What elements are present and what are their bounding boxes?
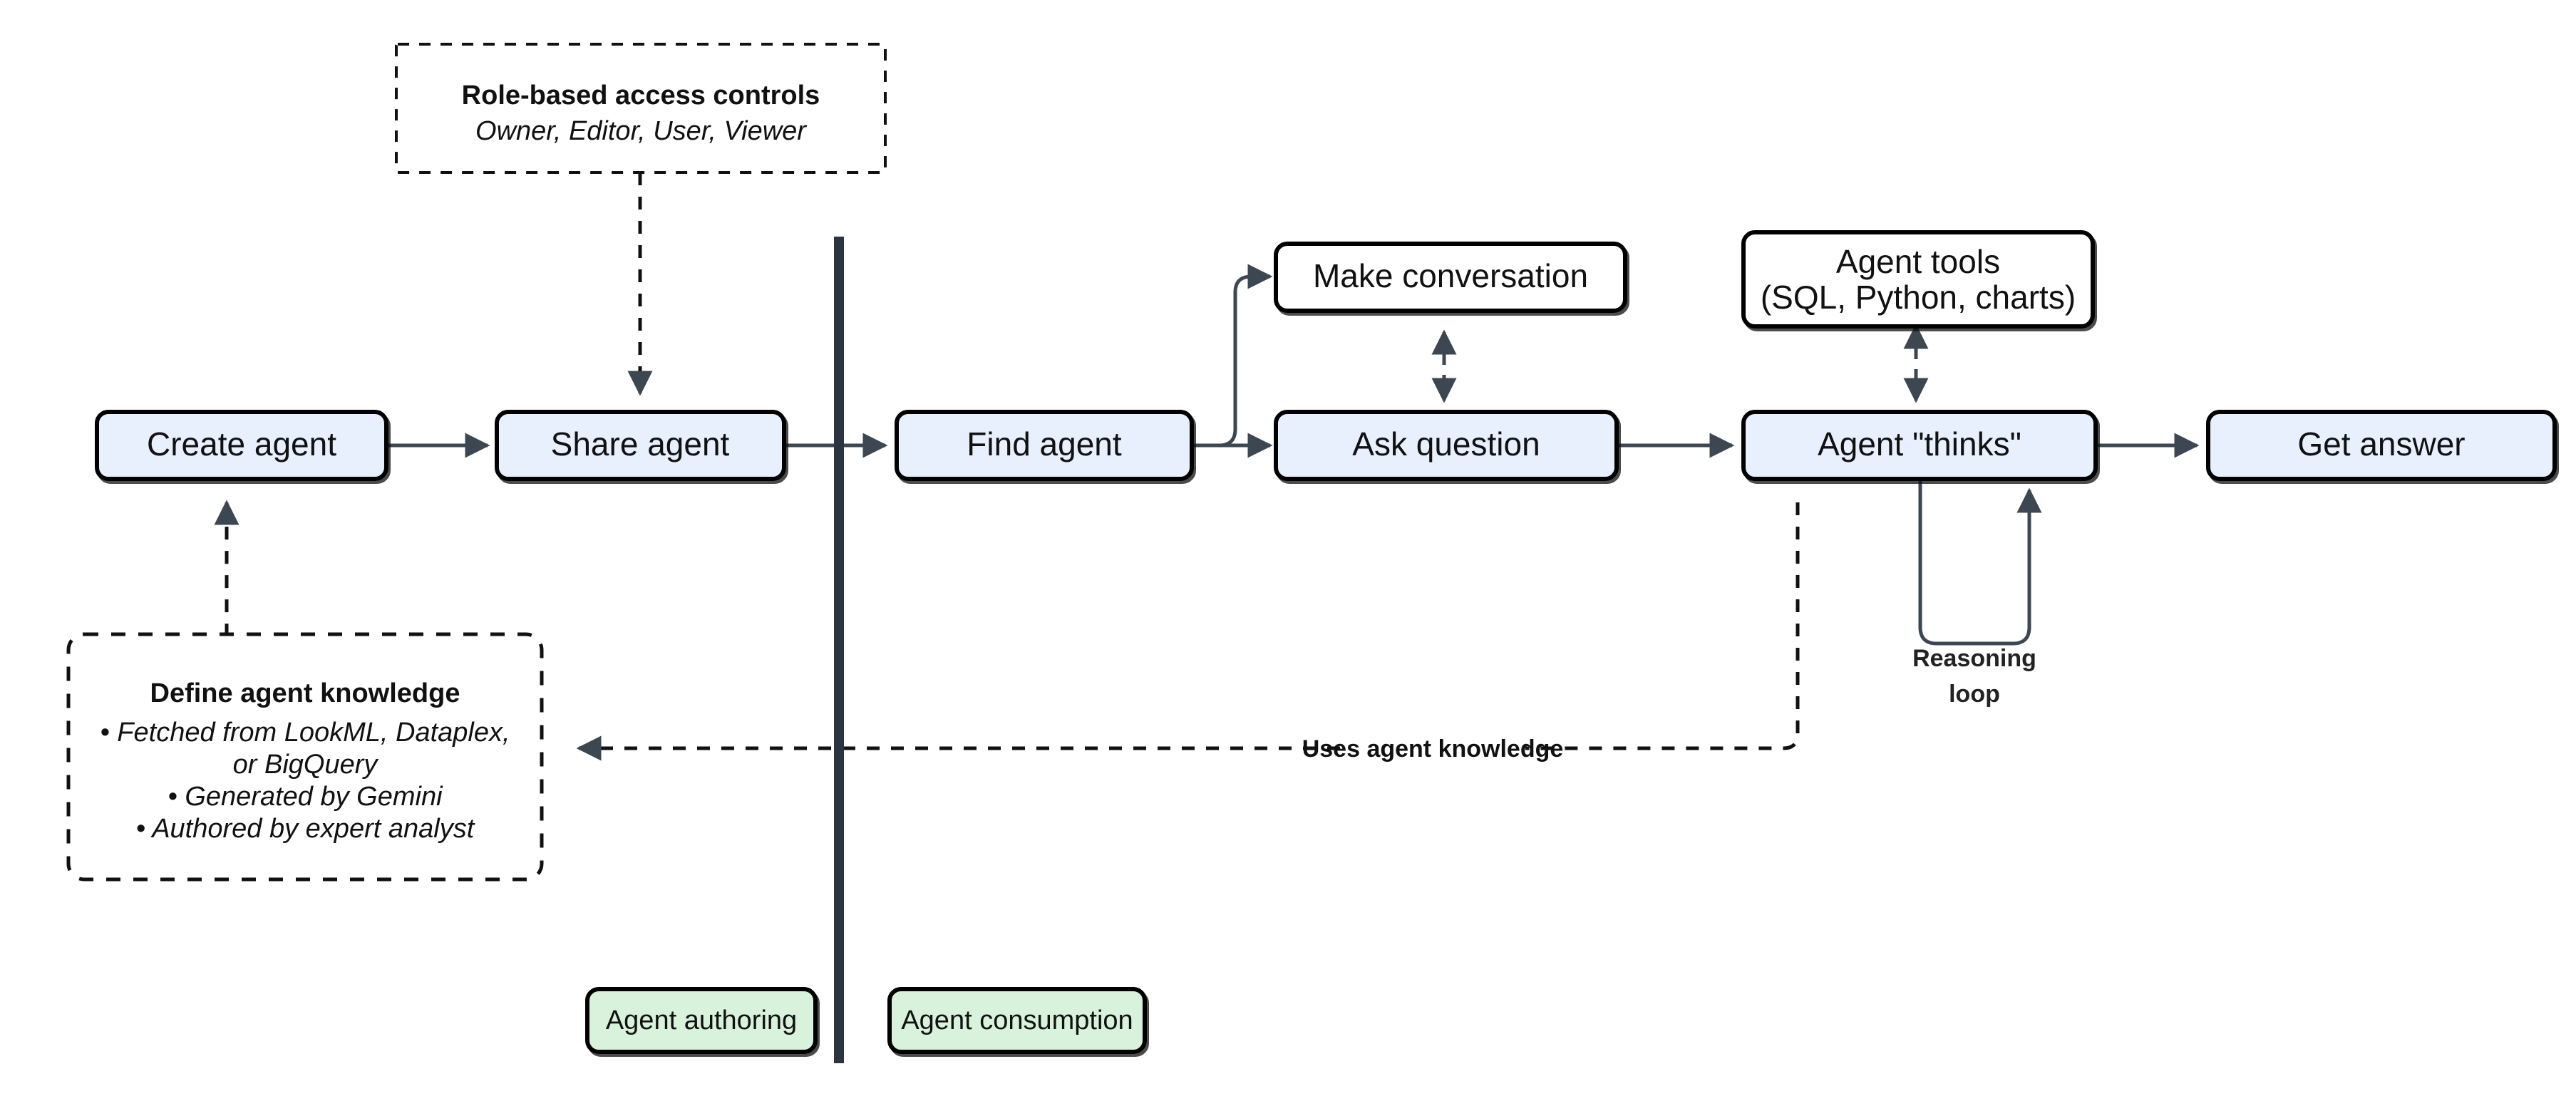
note-knowledge-bullet-3: • Authored by expert analyst [136,814,475,844]
node-get-answer[interactable]: Get answer [2206,410,2557,481]
node-share-agent[interactable]: Share agent [495,410,786,481]
connector-reasoning-loop [1918,479,2042,646]
note-knowledge-bullet-1: or BigQuery [233,750,379,780]
phase-divider [834,237,844,1063]
node-share-agent-shape[interactable] [495,410,786,481]
connector-uses-agent-knowledge-right [1525,502,1800,750]
note-define-agent-knowledge: Define agent knowledge • Fetched from Lo… [66,632,544,882]
node-get-answer-label: Get answer [2297,425,2465,462]
edge-label-uses-agent-knowledge: Uses agent knowledge [1302,735,1564,763]
note-knowledge-bullet-0: • Fetched from LookML, Dataplex, [100,718,510,748]
note-knowledge-title: Define agent knowledge [150,678,460,708]
loop-label-line1: Reasoning [1912,645,2036,672]
node-find-agent-label: Find agent [967,425,1122,462]
connector-find-to-make-conversation [1192,264,1273,448]
note-knowledge-bullet-2: • Generated by Gemini [168,782,443,812]
node-make-conversation-shape[interactable] [1274,242,1627,313]
node-find-agent[interactable]: Find agent [895,410,1194,481]
node-make-conversation-label: Make conversation [1313,257,1588,294]
node-create-agent[interactable]: Create agent [95,410,388,481]
node-agent-tools-shape[interactable] [1741,230,2095,329]
node-agent-thinks-shape[interactable] [1741,410,2098,481]
node-agent-thinks-label: Agent "thinks" [1818,425,2021,462]
legend-agent-authoring: Agent authoring [585,987,818,1054]
node-create-agent-shape[interactable] [95,410,388,481]
note-rbac-title: Role-based access controls [462,81,820,110]
loop-label-line2: loop [1949,681,2000,708]
node-share-agent-label: Share agent [551,425,730,462]
legend-agent-authoring-shape [585,987,818,1054]
node-agent-tools[interactable]: Agent tools (SQL, Python, charts) [1741,230,2095,329]
node-agent-tools-label-line1: Agent tools [1836,243,2000,280]
node-ask-question-label: Ask question [1352,425,1540,462]
legend-agent-authoring-label: Agent authoring [606,1006,797,1035]
node-ask-question[interactable]: Ask question [1274,410,1619,481]
node-agent-tools-label-line2: (SQL, Python, charts) [1761,279,2076,316]
node-agent-thinks[interactable]: Agent "thinks" [1741,410,2098,481]
node-find-agent-shape[interactable] [895,410,1194,481]
node-ask-question-shape[interactable] [1274,410,1619,481]
legend-agent-consumption: Agent consumption [887,987,1147,1054]
legend-agent-consumption-label: Agent consumption [901,1006,1133,1035]
node-make-conversation[interactable]: Make conversation [1274,242,1627,313]
node-create-agent-label: Create agent [147,425,336,462]
note-role-based-access-controls: Role-based access controls Owner, Editor… [395,43,887,174]
note-knowledge-border [66,632,544,882]
note-rbac-subtitle: Owner, Editor, User, Viewer [475,116,807,146]
note-rbac-border [395,43,887,174]
node-get-answer-shape[interactable] [2206,410,2557,481]
legend-agent-consumption-shape [887,987,1147,1054]
